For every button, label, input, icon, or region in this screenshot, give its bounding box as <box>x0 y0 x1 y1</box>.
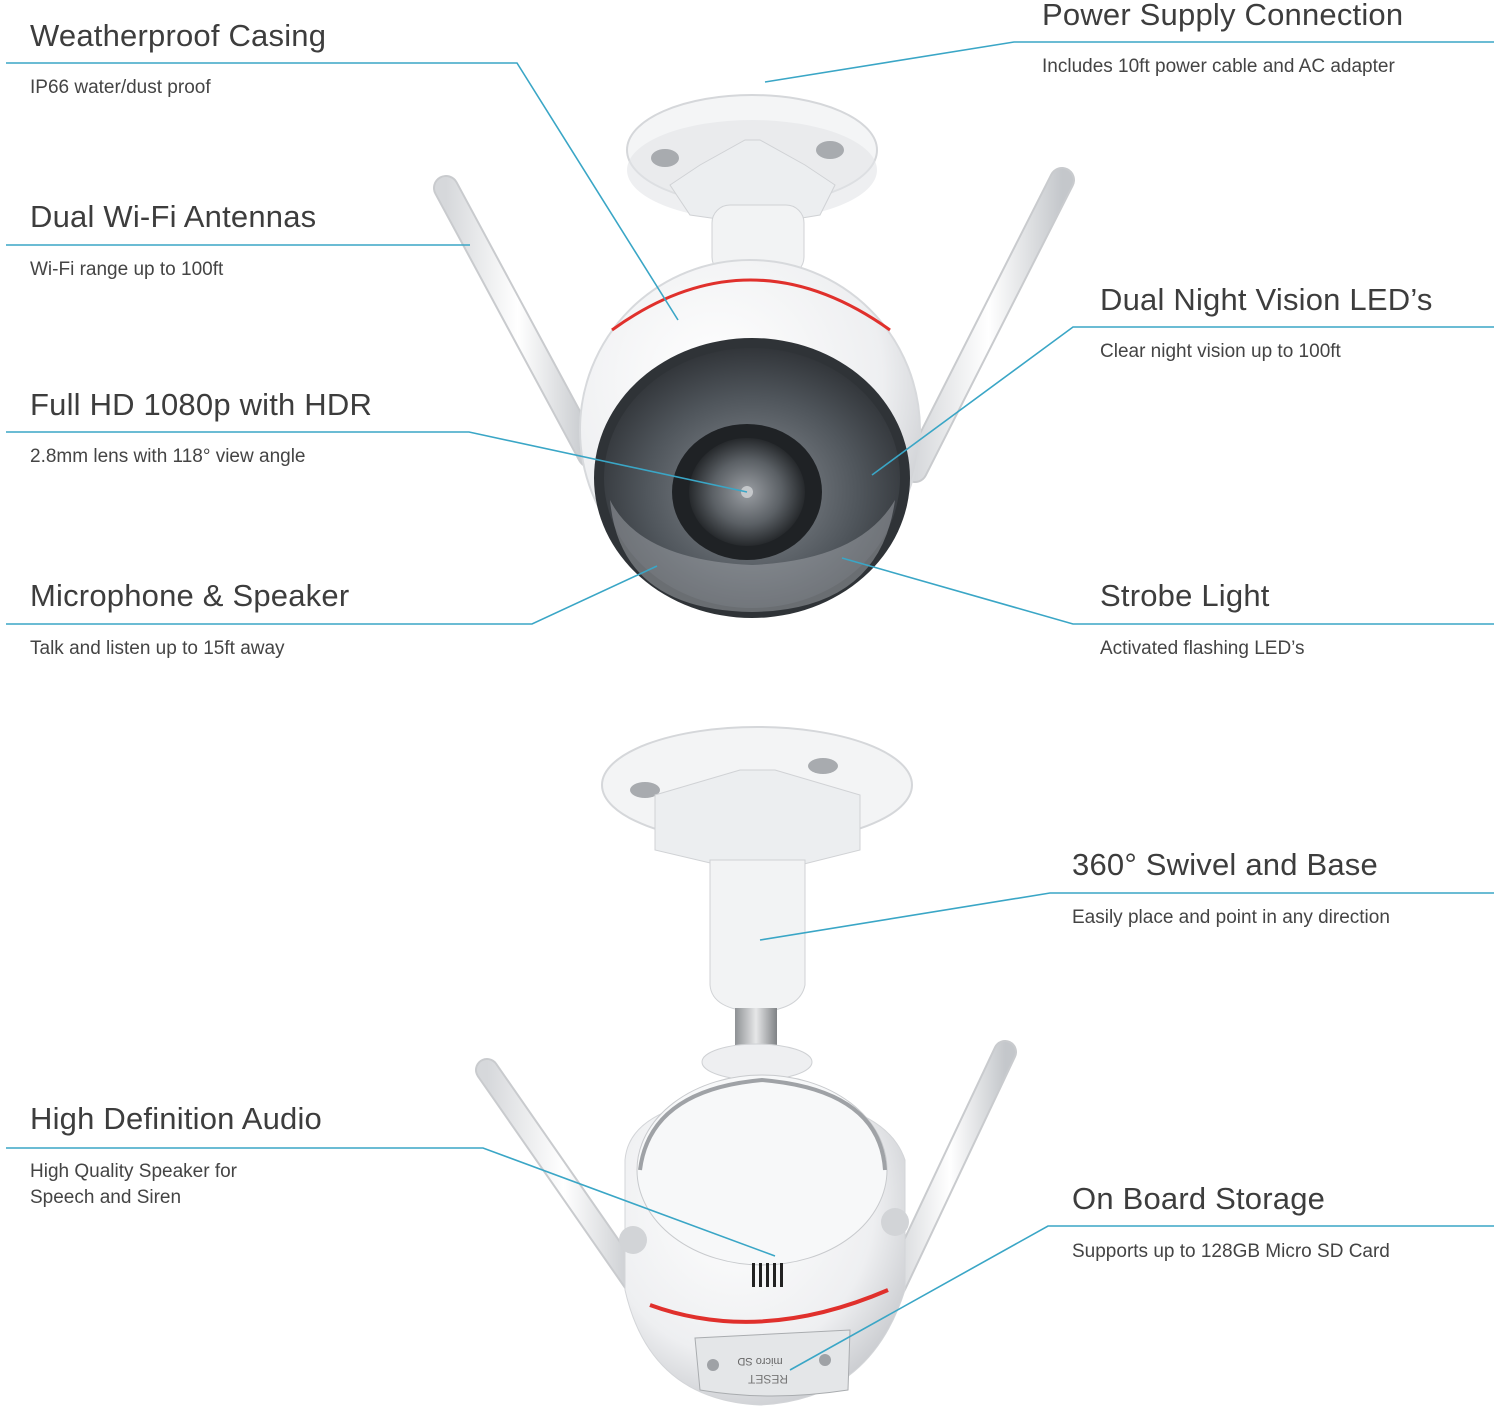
feature-desc-antennas: Wi-Fi range up to 100ft <box>30 259 224 280</box>
feature-title-power: Power Supply Connection <box>1042 0 1404 32</box>
feature-desc-strobe: Activated flashing LED’s <box>1100 638 1305 659</box>
feature-title-strobe: Strobe Light <box>1100 578 1270 613</box>
leader-night-vision <box>871 326 1494 476</box>
feature-desc-night-vision: Clear night vision up to 100ft <box>1100 341 1341 362</box>
speaker-grille-icon <box>752 1263 783 1287</box>
leader-weatherproof <box>6 62 679 321</box>
feature-title-storage: On Board Storage <box>1072 1181 1326 1216</box>
callout-lines <box>6 41 1494 1371</box>
feature-desc-mic-speaker: Talk and listen up to 15ft away <box>30 638 285 659</box>
leader-strobe <box>841 557 1494 625</box>
feature-title-full-hd: Full HD 1080p with HDR <box>30 387 373 422</box>
leader-mic-speaker <box>6 565 658 625</box>
feature-title-hd-audio: High Definition Audio <box>30 1101 322 1136</box>
feature-desc-power: Includes 10ft power cable and AC adapter <box>1042 56 1395 77</box>
feature-desc-swivel: Easily place and point in any direction <box>1072 907 1390 928</box>
leader-full-hd <box>6 431 748 493</box>
sd-slot-label: micro SD <box>737 1355 782 1367</box>
feature-desc-full-hd: 2.8mm lens with 118° view angle <box>30 446 306 467</box>
feature-desc-weatherproof: IP66 water/dust proof <box>30 77 211 98</box>
leader-storage <box>789 1225 1494 1371</box>
feature-desc-storage: Supports up to 128GB Micro SD Card <box>1072 1241 1390 1262</box>
reset-label: RESET <box>747 1372 788 1386</box>
feature-title-weatherproof: Weatherproof Casing <box>30 18 327 53</box>
leader-hd-audio <box>6 1147 776 1257</box>
camera-front-view <box>433 94 1075 618</box>
camera-bottom-view: micro SD RESET <box>475 726 1017 1406</box>
feature-title-swivel: 360° Swivel and Base <box>1072 847 1378 882</box>
feature-title-mic-speaker: Microphone & Speaker <box>30 578 350 613</box>
leader-swivel <box>759 892 1494 941</box>
feature-title-night-vision: Dual Night Vision LED’s <box>1100 282 1433 317</box>
feature-desc-hd-audio-line1: High Quality Speaker for <box>30 1161 237 1182</box>
feature-desc-hd-audio-line2: Speech and Siren <box>30 1187 182 1208</box>
feature-title-antennas: Dual Wi-Fi Antennas <box>30 199 317 234</box>
leader-power <box>764 41 1494 83</box>
